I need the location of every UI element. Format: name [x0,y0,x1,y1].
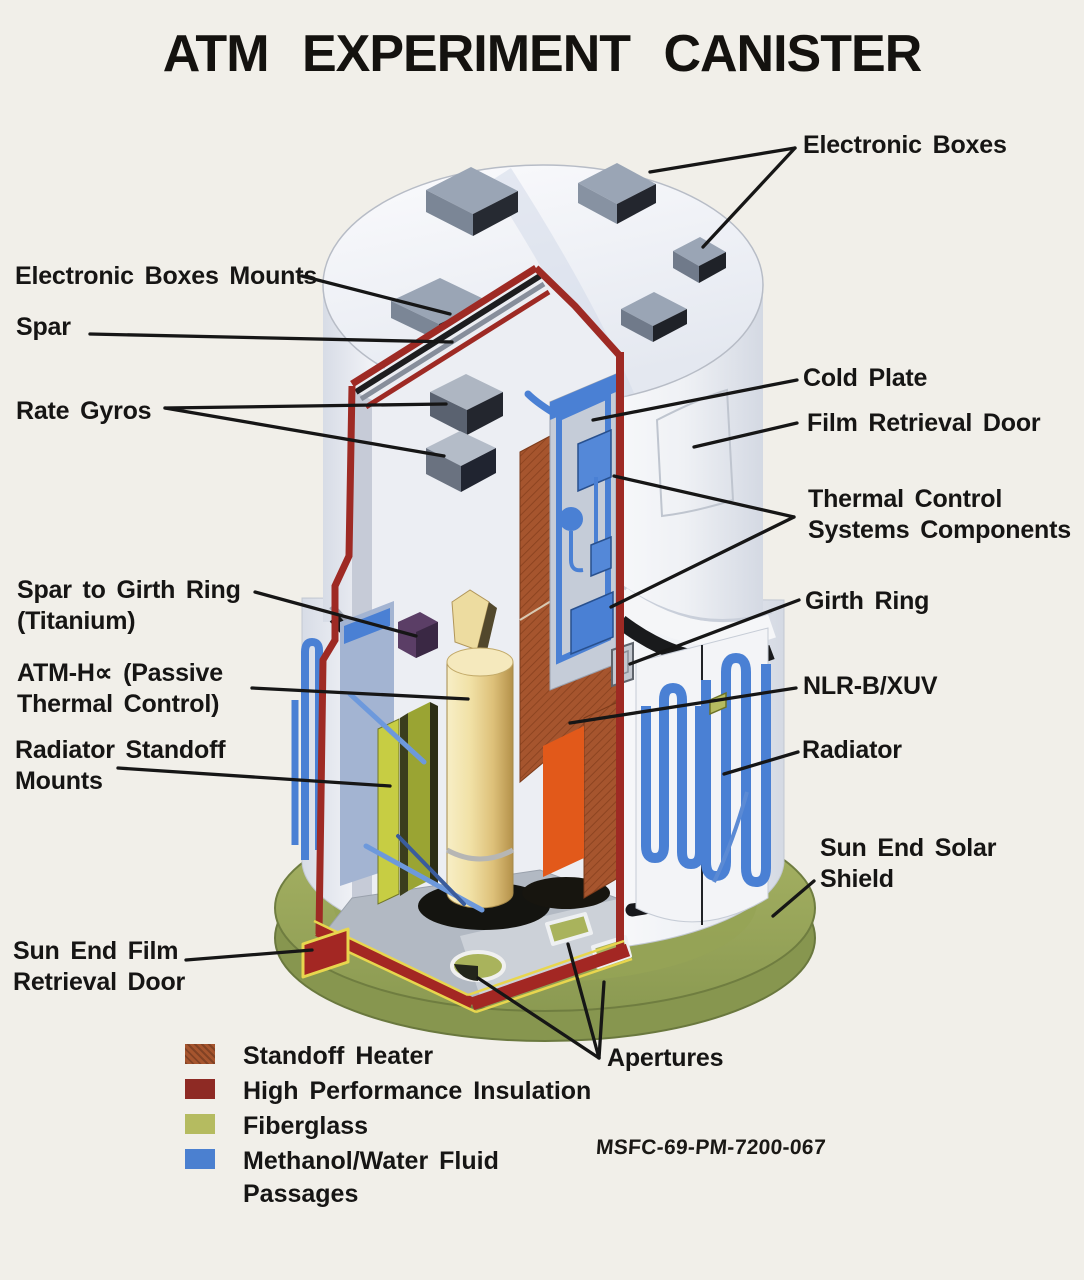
legend-label: Methanol/Water Fluid Passages [243,1147,499,1208]
radiator-panel [635,627,771,925]
legend-label: Standoff Heater [243,1042,434,1070]
legend-label: High Performance Insulation [243,1077,592,1105]
callout-radiator-standoff-mounts: Radiator Standoff Mounts [15,736,226,795]
callout-girth-ring: Girth Ring [805,587,930,615]
insulation-swatch [185,1079,215,1099]
legend-item-insulation: High Performance Insulation [185,1075,591,1108]
electronic-boxes [391,163,726,342]
radiator-left-sliver [291,637,323,860]
legend-item-fiberglass: Fiberglass [185,1110,368,1143]
thermal-control-assembly [524,373,617,691]
callout-nlr-b-xuv: NLR-B/XUV [803,672,938,700]
insulation-edges [301,265,633,1014]
callout-sun-end-film-retrieval-door: Sun End Film Retrieval Door [13,937,186,996]
callout-film-retrieval-door: Film Retrieval Door [807,409,1041,437]
figure-id: MSFC-69-PM-7200-067 [595,1136,827,1159]
callout-sun-end-solar-shield: Sun End Solar Shield [820,834,997,893]
page-title: ATM EXPERIMENT CANISTER [162,25,923,83]
callout-cold-plate: Cold Plate [803,364,928,392]
orange-panel [543,726,584,877]
film-retrieval-door-outline [655,388,735,518]
callout-thermal-control: Thermal Control Systems Components [808,485,1071,544]
legend-item-standoff-heater: Standoff Heater [185,1040,433,1073]
cutaway-interior [321,268,634,1005]
leader-lines [88,146,816,1060]
legend-item-methanol-water: Methanol/Water Fluid Passages [185,1145,573,1210]
atm-h-alpha-telescope [445,589,515,909]
methanol-water-swatch [185,1149,215,1169]
callout-electronic-boxes: Electronic Boxes [803,131,1007,159]
spar-to-girth-ring-fitting [398,612,438,658]
fiberglass-swatch [185,1114,215,1134]
callout-atm-h-alpha: ATM-H∝ (Passive Thermal Control) [17,659,223,718]
callout-spar-to-girth-ring: Spar to Girth Ring (Titanium) [17,576,241,635]
callout-apertures: Apertures [607,1044,724,1072]
standoff-heater-swatch [185,1044,215,1064]
sun-end-film-retrieval-door [301,927,350,979]
callout-electronic-boxes-mounts: Electronic Boxes Mounts [15,262,318,290]
callout-spar: Spar [16,313,71,341]
legend-label: Fiberglass [243,1112,369,1140]
callout-radiator: Radiator [802,736,902,764]
callout-rate-gyros: Rate Gyros [16,397,152,425]
radiator-standoff-mount [347,691,485,913]
